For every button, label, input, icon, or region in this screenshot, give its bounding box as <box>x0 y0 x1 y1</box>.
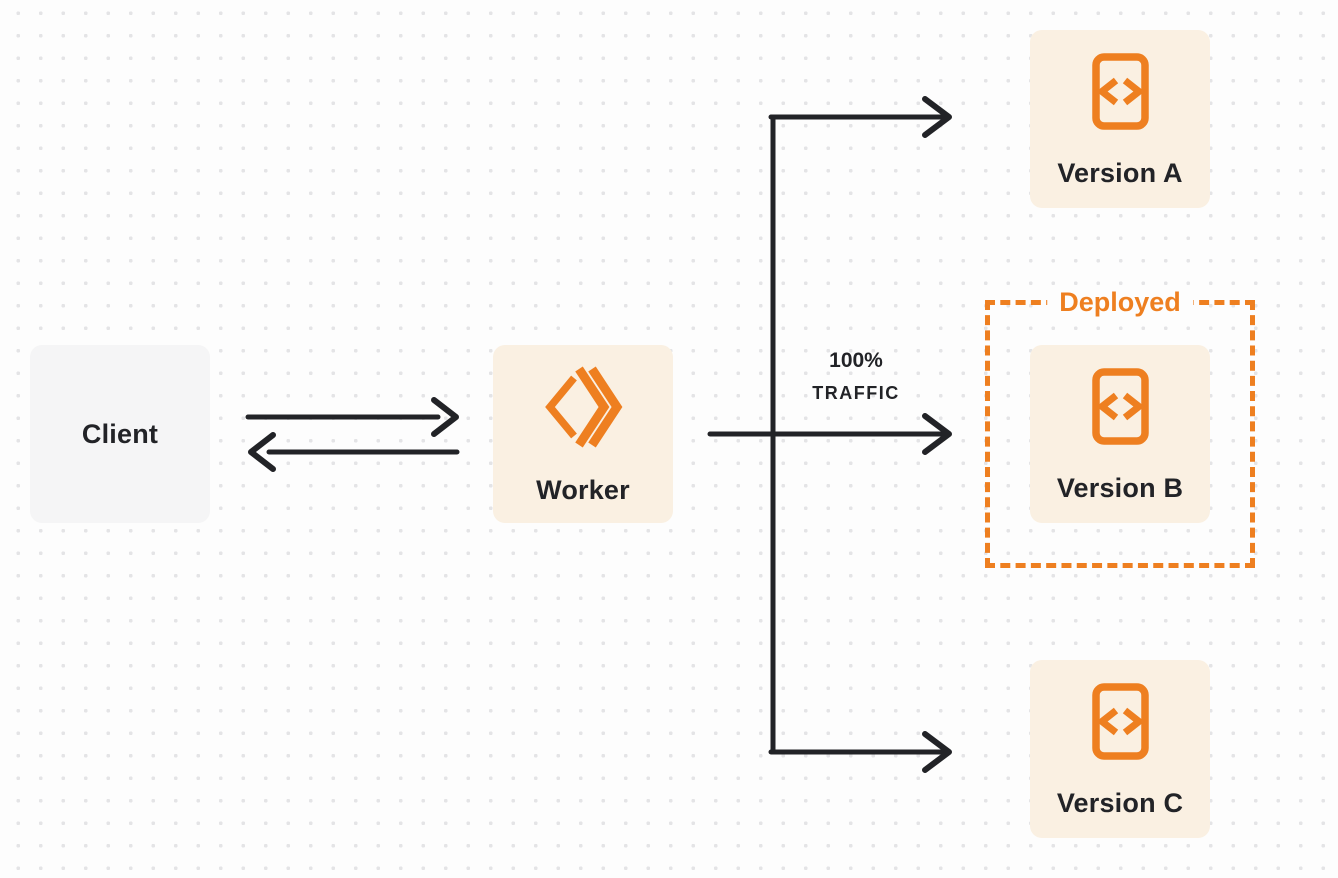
version-a-node: Version A <box>1030 30 1210 208</box>
code-document-icon <box>1091 368 1149 445</box>
client-label: Client <box>81 418 159 449</box>
branch-to-version-a-arrow <box>768 96 952 138</box>
traffic-label: 100% TRAFFIC <box>796 349 916 404</box>
worker-to-client-arrow <box>248 432 460 472</box>
version-a-label: Version A <box>1057 158 1183 188</box>
code-document-icon <box>1091 53 1149 130</box>
version-c-label: Version C <box>1056 788 1184 818</box>
traffic-word-text: TRAFFIC <box>812 383 900 403</box>
traffic-percent-text: 100% <box>829 349 883 372</box>
branch-to-version-c-arrow <box>768 731 952 773</box>
version-c-node: Version C <box>1030 660 1210 838</box>
version-b-label: Version B <box>1056 473 1184 503</box>
worker-node: Worker <box>493 345 673 523</box>
code-document-icon <box>1091 683 1149 760</box>
worker-to-version-b-arrow <box>707 413 952 455</box>
workers-logo-icon <box>545 366 623 448</box>
client-node: Client <box>30 345 210 523</box>
version-b-node: Version B <box>1030 345 1210 523</box>
deployed-dashed-outline: Deployed <box>985 287 1255 568</box>
worker-label: Worker <box>536 475 630 505</box>
client-to-worker-arrow <box>245 397 459 437</box>
deployed-label: Deployed <box>1047 287 1193 318</box>
